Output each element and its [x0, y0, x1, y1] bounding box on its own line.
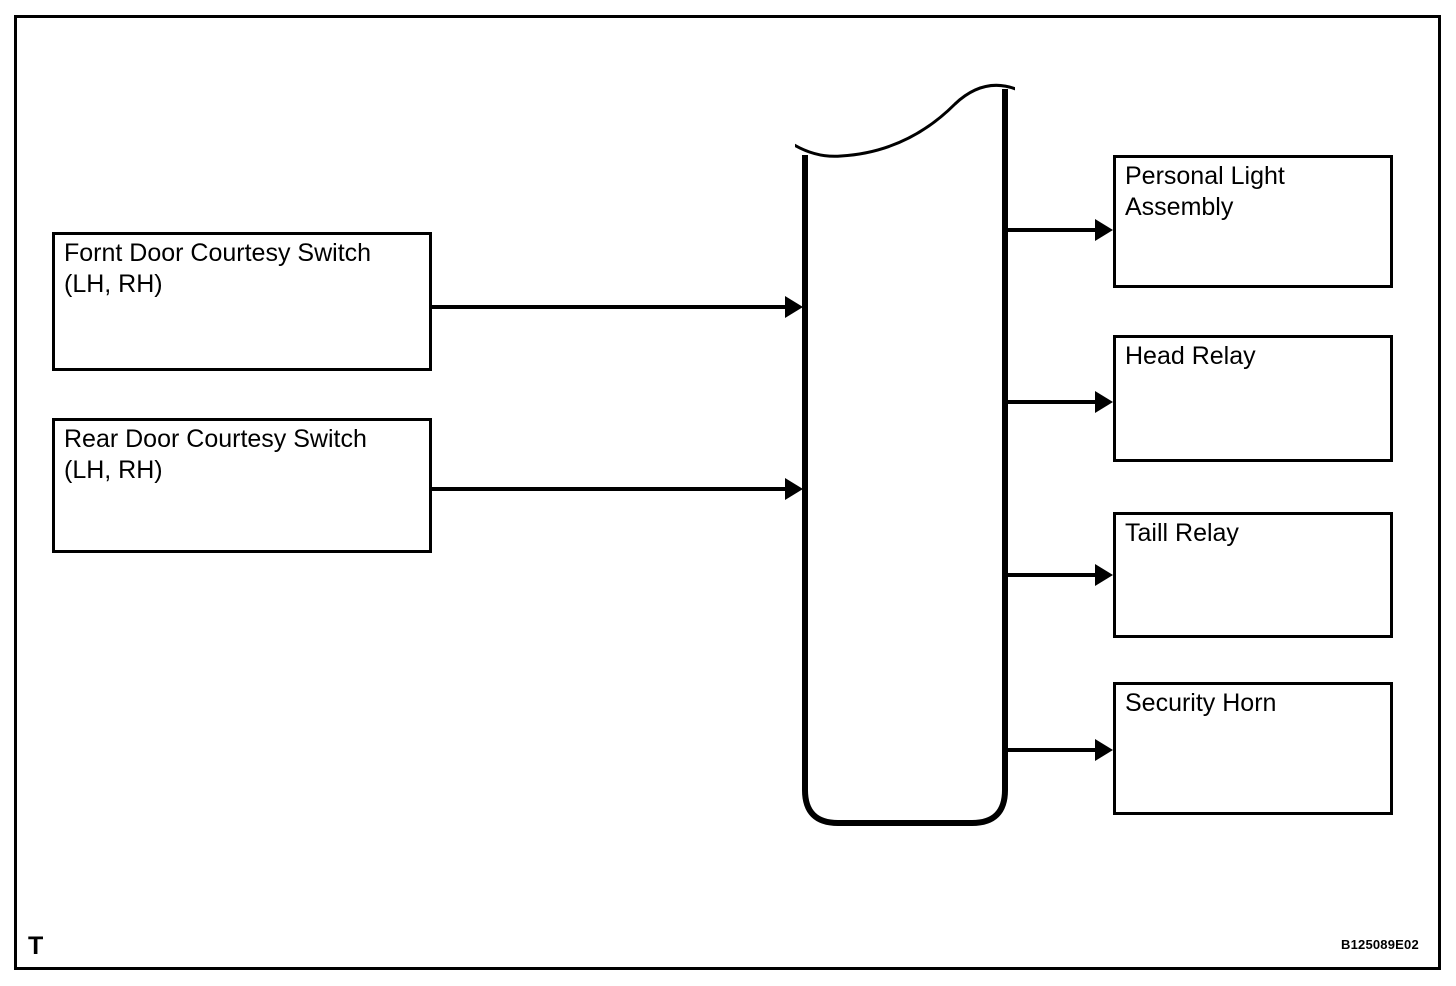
sheet-mark: T: [28, 932, 44, 960]
node-head-relay[interactable]: Head Relay: [1113, 335, 1393, 462]
node-security-horn-label: Security Horn: [1125, 689, 1277, 717]
central-column-shape: [795, 84, 1015, 826]
figure-code: B125089E02: [1341, 937, 1419, 952]
node-head-relay-label: Head Relay: [1125, 342, 1256, 370]
column-torn-top-edge: [795, 84, 1015, 158]
node-front-door-courtesy-switch-label: Fornt Door Courtesy Switch (LH, RH): [64, 239, 372, 298]
arrow-column-to-personal-light: [1005, 219, 1113, 241]
arrow-column-to-head-relay: [1005, 391, 1113, 413]
arrow-column-to-taill-relay: [1005, 564, 1113, 586]
arrow-front-door-to-column: [432, 296, 803, 318]
arrow-column-to-security-horn: [1005, 739, 1113, 761]
node-rear-door-courtesy-switch[interactable]: Rear Door Courtesy Switch (LH, RH): [52, 418, 432, 553]
column-rounded-bottom: [802, 789, 1008, 826]
node-personal-light-assembly[interactable]: Personal Light Assembly: [1113, 155, 1393, 288]
node-taill-relay[interactable]: Taill Relay: [1113, 512, 1393, 638]
arrow-rear-door-to-column: [432, 478, 803, 500]
node-rear-door-courtesy-switch-label: Rear Door Courtesy Switch (LH, RH): [64, 425, 367, 484]
node-front-door-courtesy-switch[interactable]: Fornt Door Courtesy Switch (LH, RH): [52, 232, 432, 371]
node-security-horn[interactable]: Security Horn: [1113, 682, 1393, 815]
diagram-frame: [14, 15, 1441, 970]
node-personal-light-assembly-label: Personal Light Assembly: [1125, 162, 1285, 221]
node-taill-relay-label: Taill Relay: [1125, 519, 1239, 547]
